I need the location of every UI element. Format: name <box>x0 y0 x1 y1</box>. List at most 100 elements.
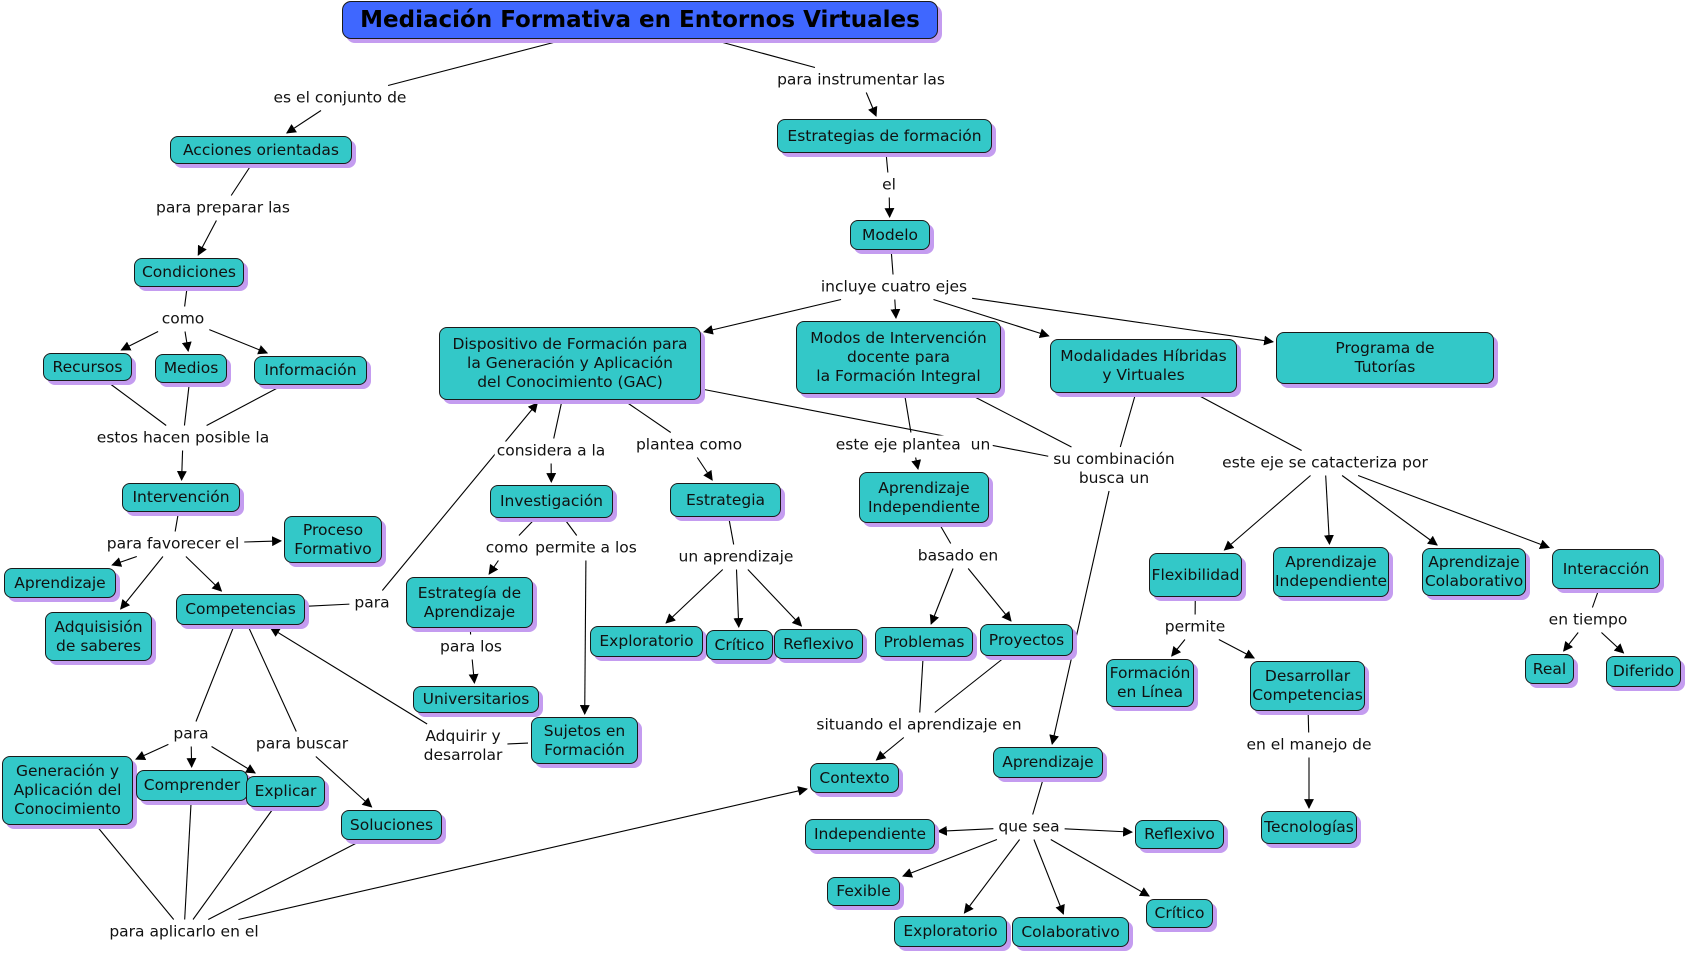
node-flexibilidad[interactable]: Flexibilidad <box>1149 553 1242 597</box>
node-critico-2[interactable]: Crítico <box>1146 899 1213 928</box>
node-aprendizaje[interactable]: Aprendizaje <box>4 568 116 598</box>
connector-interaccion-l_tiempo <box>1591 591 1599 608</box>
node-explicar[interactable]: Explicar <box>246 776 325 807</box>
node-estrategia-aprendizaje[interactable]: Estrategía de Aprendizaje <box>406 577 533 628</box>
link-su-combinacion: su combinación busca un <box>1051 450 1177 488</box>
connector-l_cuatro-programa <box>972 297 1274 346</box>
connector-l_eje_plantea-ap_indep1 <box>911 457 922 470</box>
connector-soluciones-l_aplicarlo <box>207 842 357 920</box>
node-exploratorio[interactable]: Exploratorio <box>590 626 703 657</box>
connector-competencias-l_para_comp <box>307 603 350 607</box>
node-investigacion[interactable]: Investigación <box>490 485 613 518</box>
connector-l_combinacion-aprendizaje2 <box>1049 490 1110 745</box>
connector-l_para2-generacion <box>135 743 169 760</box>
link-en-el-manejo-de: en el manejo de <box>1244 735 1374 755</box>
connector-l_como-recursos <box>120 331 159 351</box>
link-se-caracteriza-por: este eje se catacteriza por <box>1220 453 1430 473</box>
connector-modalidades-l_combinacion <box>1119 395 1136 448</box>
connector-l_hacen-intervencion <box>176 450 187 481</box>
connector-competencias-l_para2 <box>195 627 234 722</box>
connector-l_favorecer-proceso <box>244 536 282 547</box>
connector-l_tiempo-real <box>1563 632 1579 652</box>
node-modalidades-hibridas[interactable]: Modalidades Híbridas y Virtuales <box>1050 339 1237 393</box>
connector-dispositivo-l_plantea <box>627 402 672 433</box>
node-estrategia[interactable]: Estrategia <box>670 483 781 517</box>
connector-informacion-l_hacen <box>206 387 278 426</box>
connector-l_como-medios <box>181 331 192 352</box>
link-como: como <box>159 309 207 329</box>
node-contexto[interactable]: Contexto <box>810 763 899 793</box>
connector-modos-l_eje_plantea <box>904 396 912 433</box>
connector-title-l_conjunto <box>387 41 556 87</box>
node-reflexivo[interactable]: Reflexivo <box>774 629 863 659</box>
link-para-los: para los <box>438 637 504 657</box>
node-acciones-orientadas[interactable]: Acciones orientadas <box>170 136 352 164</box>
node-universitarios[interactable]: Universitarios <box>413 686 539 713</box>
node-proceso-formativo[interactable]: Proceso Formativo <box>284 516 382 563</box>
link-un-aprendizaje: un aprendizaje <box>676 547 796 567</box>
node-colaborativo[interactable]: Colaborativo <box>1012 917 1129 947</box>
node-diferido[interactable]: Diferido <box>1606 656 1681 687</box>
node-modelo[interactable]: Modelo <box>850 220 930 250</box>
connector-l_que_sea-exploratorio2 <box>963 839 1021 914</box>
connector-aprendizaje2-l_que_sea <box>1032 780 1044 815</box>
node-independiente[interactable]: Independiente <box>805 819 935 850</box>
node-proyectos[interactable]: Proyectos <box>980 624 1073 656</box>
node-aprendizaje-independiente[interactable]: Aprendizaje Independiente <box>859 472 989 523</box>
node-formacion-linea[interactable]: Formación en Línea <box>1106 659 1194 707</box>
connector-explicar-l_aplicarlo <box>192 809 273 920</box>
node-aprendizaje-colaborativo[interactable]: Aprendizaje Colaborativo <box>1422 548 1526 596</box>
link-este-eje-plantea: este eje plantea un <box>833 435 993 455</box>
node-adquisicion-saberes[interactable]: Adquisisión de saberes <box>45 612 152 661</box>
connector-l_caracteriza-ap_colab <box>1341 475 1438 546</box>
node-critico[interactable]: Crítico <box>706 630 773 660</box>
connector-investigacion-l_permite_los <box>565 520 578 536</box>
node-tecnologias[interactable]: Tecnologías <box>1261 811 1357 844</box>
link-incluye-cuatro-ejes: incluye cuatro ejes <box>818 277 970 297</box>
map-title[interactable]: Mediación Formativa en Entornos Virtuale… <box>342 1 938 39</box>
node-condiciones[interactable]: Condiciones <box>134 258 244 287</box>
node-programa-tutorias[interactable]: Programa de Tutorías <box>1276 332 1494 384</box>
node-dispositivo-gac[interactable]: Dispositivo de Formación para la Generac… <box>439 327 701 400</box>
connector-l_que_sea-colaborativo <box>1033 839 1065 915</box>
connector-l_aplicarlo-contexto <box>238 786 808 921</box>
node-medios[interactable]: Medios <box>155 354 227 383</box>
link-para-favorecer: para favorecer el <box>104 534 242 554</box>
node-informacion[interactable]: Información <box>254 356 367 385</box>
link-considera-a-la: considera a la <box>494 441 608 461</box>
connector-l_caracteriza-interaccion <box>1357 474 1550 549</box>
node-aprendizaje-independiente-2[interactable]: Aprendizaje Independiente <box>1273 547 1389 597</box>
connector-investigacion-l_como2 <box>518 520 534 536</box>
node-intervencion[interactable]: Intervención <box>122 483 240 512</box>
link-situando-aprendizaje: situando el aprendizaje en <box>814 715 1024 735</box>
node-reflexivo-2[interactable]: Reflexivo <box>1135 820 1224 849</box>
connector-medios-l_hacen <box>183 385 190 426</box>
node-competencias[interactable]: Competencias <box>176 594 305 625</box>
node-interaccion[interactable]: Interacción <box>1552 549 1660 589</box>
node-exploratorio-2[interactable]: Exploratorio <box>894 916 1007 947</box>
node-recursos[interactable]: Recursos <box>43 353 132 381</box>
node-aprendizaje-2[interactable]: Aprendizaje <box>993 747 1103 778</box>
connector-l_como-informacion <box>209 329 269 355</box>
node-desarrollar-competencias[interactable]: Desarrollar Competencias <box>1250 661 1365 711</box>
node-soluciones[interactable]: Soluciones <box>341 810 442 840</box>
node-modos-intervencion[interactable]: Modos de Intervención docente para la Fo… <box>796 321 1001 394</box>
connector-intervencion-l_favorecer <box>174 514 179 532</box>
connector-l_un_ap-critico1 <box>733 569 744 628</box>
node-sujetos-formacion[interactable]: Sujetos en Formación <box>531 717 638 764</box>
link-como-2: como <box>483 538 531 558</box>
connector-l_instrumentar-estrategias <box>865 92 878 117</box>
node-real[interactable]: Real <box>1525 654 1574 684</box>
connector-generacion-l_aplicarlo <box>97 827 175 920</box>
connector-l_adquirir-competencias <box>269 627 428 725</box>
connector-acciones-l_preparar <box>230 166 251 196</box>
node-fexible[interactable]: Fexible <box>827 877 900 906</box>
connector-l_favorecer-aprendizaje1 <box>111 555 137 567</box>
node-estrategias-formacion[interactable]: Estrategias de formación <box>777 119 992 153</box>
connector-l_caracteriza-ap_indep2 <box>1324 475 1334 545</box>
node-comprender[interactable]: Comprender <box>136 770 248 801</box>
node-generacion-aplicacion[interactable]: Generación y Aplicación del Conocimiento <box>2 756 133 825</box>
node-problemas[interactable]: Problemas <box>875 627 973 657</box>
link-permite-a-los: permite a los <box>533 538 639 558</box>
